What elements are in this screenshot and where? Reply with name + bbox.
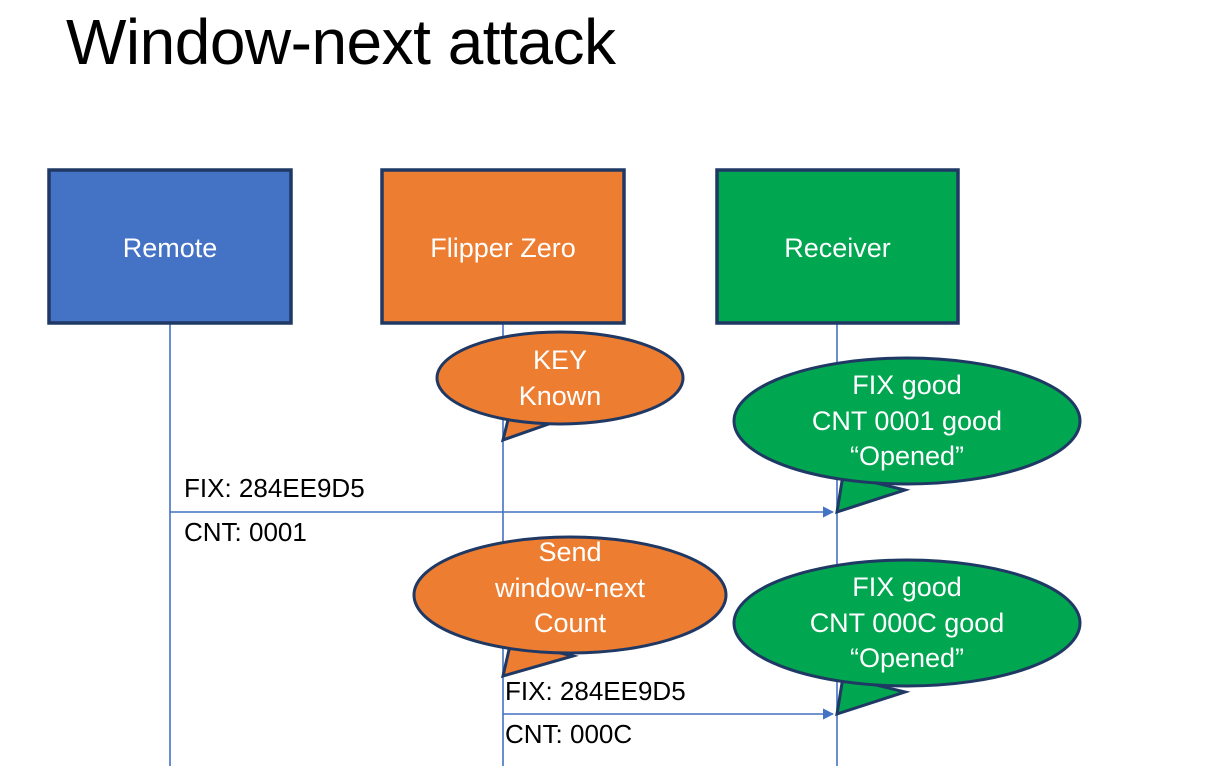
callout-send-window-next[interactable]	[412, 535, 728, 679]
page-title: Window-next attack	[66, 6, 616, 78]
callout-receiver-ack-2[interactable]	[732, 558, 1082, 717]
callout-key-known[interactable]	[435, 330, 685, 443]
lane-box-receiver[interactable]	[715, 168, 960, 325]
lane-box-flipper[interactable]	[380, 168, 626, 325]
callout-receiver-ack-1[interactable]	[732, 356, 1082, 515]
lane-box-remote[interactable]	[47, 168, 293, 325]
